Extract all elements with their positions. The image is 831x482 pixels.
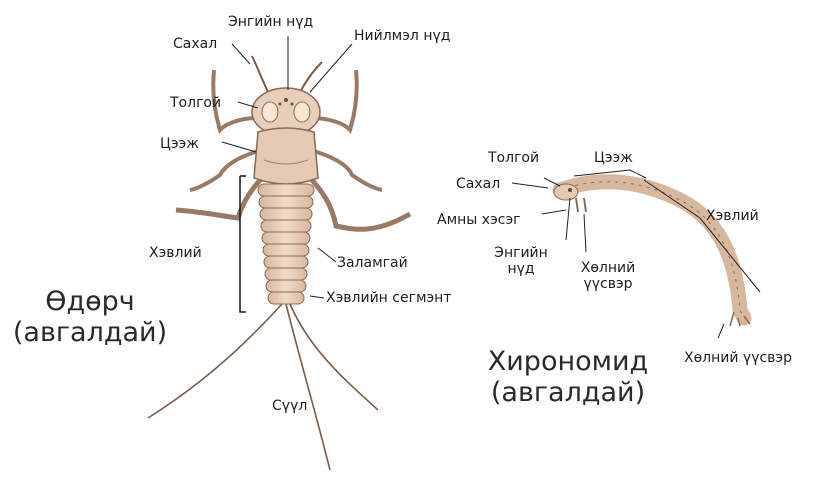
label-chironomid-mouthparts: Амны хэсэг bbox=[437, 212, 521, 228]
chironomid-title-line1: Хирономид bbox=[478, 346, 658, 377]
mayfly-title-line2: (авгалдай) bbox=[10, 317, 170, 348]
label-chironomid-front-proleg-line2: үүсвэр bbox=[574, 276, 642, 292]
label-chironomid-abdomen: Хэвлий bbox=[706, 208, 759, 224]
label-mayfly-simple-eye: Энгийн нүд bbox=[228, 14, 313, 30]
label-chironomid-head: Толгой bbox=[488, 150, 539, 166]
label-mayfly-head: Толгой bbox=[170, 95, 221, 111]
mayfly-abdomen-segments bbox=[258, 184, 314, 304]
label-mayfly-compound-eye: Нийлмэл нүд bbox=[354, 28, 450, 44]
label-mayfly-gills: Заламгай bbox=[337, 255, 408, 271]
label-chironomid-simple-eye-line2: нүд bbox=[492, 261, 550, 277]
label-mayfly-thorax: Цээж bbox=[160, 136, 199, 152]
label-chironomid-simple-eye-line1: Энгийн bbox=[492, 245, 550, 261]
label-chironomid-antenna: Сахал bbox=[456, 176, 500, 192]
label-chironomid-front-proleg: Хөлний үүсвэр bbox=[574, 260, 642, 292]
label-chironomid-simple-eye: Энгийн нүд bbox=[492, 245, 550, 277]
chironomid-title-line2: (авгалдай) bbox=[478, 377, 658, 408]
label-mayfly-abdomen-segment: Хэвлийн сегмэнт bbox=[326, 290, 452, 306]
label-chironomid-rear-proleg: Хөлний үүсвэр bbox=[684, 350, 792, 366]
chironomid-title: Хирономид (авгалдай) bbox=[478, 346, 658, 408]
label-mayfly-abdomen: Хэвлий bbox=[149, 245, 202, 261]
label-mayfly-tail: Сүүл bbox=[272, 398, 307, 414]
label-chironomid-front-proleg-line1: Хөлний bbox=[574, 260, 642, 276]
label-chironomid-thorax: Цээж bbox=[594, 150, 633, 166]
label-mayfly-antenna: Сахал bbox=[173, 36, 217, 52]
mayfly-title: Өдөрч (авгалдай) bbox=[10, 286, 170, 348]
mayfly-title-line1: Өдөрч bbox=[10, 286, 170, 317]
